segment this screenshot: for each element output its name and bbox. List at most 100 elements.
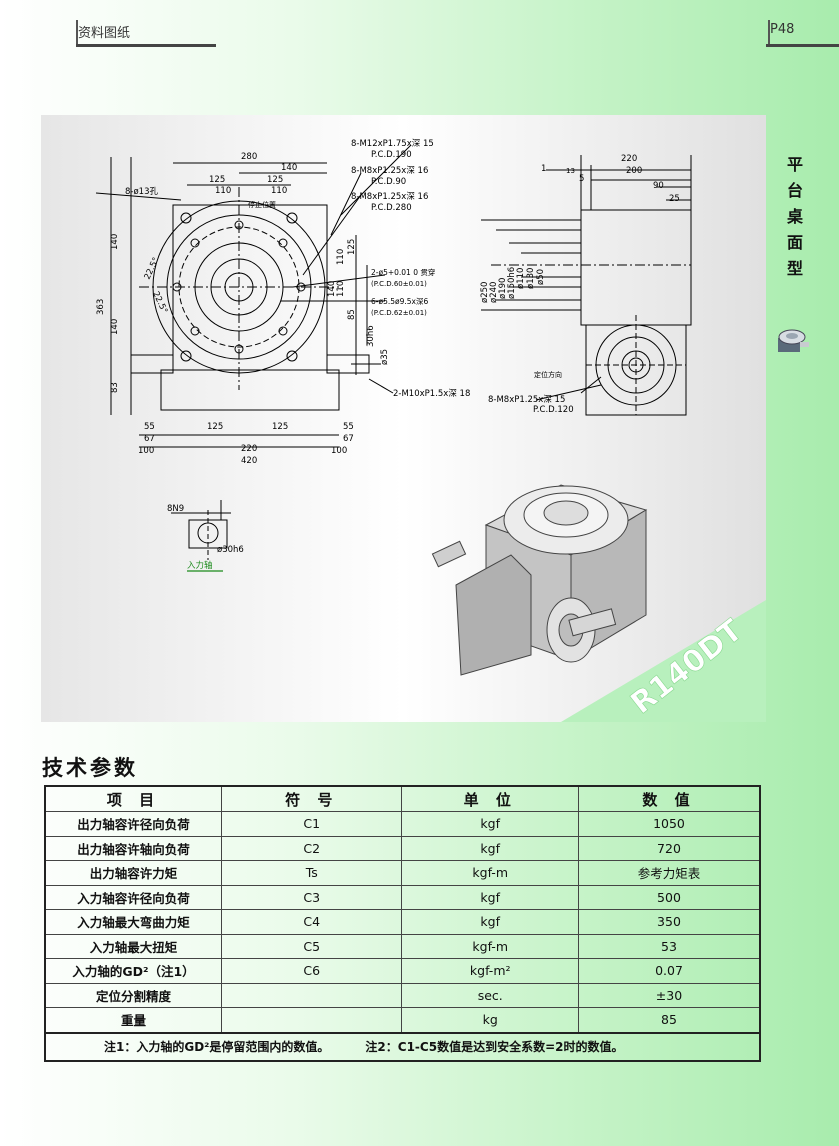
table-notes: 注1：入力轴的GD²是停留范围内的数值。 注2：C1-C5数值是达到安全系数=2时… — [44, 1031, 761, 1061]
cell-item: 定位分割精度 — [44, 982, 222, 1008]
side-dim-200: 200 — [626, 166, 642, 176]
header-right-underline — [766, 44, 839, 47]
cell-symbol: Ts — [220, 860, 403, 886]
dim-right-110-a: 110 — [336, 249, 346, 265]
side-dia-130: ø130 — [526, 268, 536, 289]
dim-right-35: ø35 — [380, 349, 390, 365]
header-section: 资料图纸 — [78, 26, 131, 41]
dim-b-220: 220 — [241, 444, 257, 454]
side-title-char: 桌 — [786, 207, 803, 226]
shaft-dia-dim: ø30h6 — [217, 545, 244, 555]
input-shaft-label: 入力轴 — [187, 560, 213, 571]
cell-unit: kgf — [401, 811, 579, 837]
dim-b-125-b: 125 — [272, 422, 288, 432]
cell-symbol: C1 — [220, 811, 403, 837]
cell-symbol — [220, 1007, 403, 1033]
dim-125-a: 125 — [209, 175, 225, 185]
front-view-labels: 8-M12xP1.75x深 15 P.C.D.190 8-M8xP1.25x深 … — [96, 139, 470, 466]
dim-b-100-a: 100 — [138, 446, 154, 456]
cell-value: 1050 — [577, 811, 761, 837]
side-vertical-title: 平 台 桌 面 型 — [786, 152, 804, 282]
product-thumbnail-icon — [778, 329, 809, 352]
table-row: 入力轴最大扭矩 C5 kgf-m 53 — [44, 933, 761, 959]
shaft-detail — [171, 500, 231, 572]
side-view — [481, 155, 692, 416]
table-row: 出力轴容许径向负荷 C1 kgf 1050 — [44, 811, 761, 837]
front-view — [95, 144, 412, 448]
callout-pcd280: P.C.D.280 — [371, 203, 412, 213]
table-row: 入力轴容许径向负荷 C3 kgf 500 — [44, 884, 761, 910]
cell-unit: sec. — [401, 982, 579, 1008]
mount-direction-label: 定位方向 — [534, 370, 562, 379]
col-header-item: 项 目 — [44, 785, 222, 812]
dim-left-83: 83 — [110, 382, 120, 393]
cell-value: 0.07 — [577, 958, 761, 984]
col-header-unit: 单 位 — [401, 785, 579, 812]
callout-m10: 2-M10xP1.5x深 18 — [393, 389, 470, 399]
dim-right-30h6: 30h6 — [366, 325, 376, 347]
dim-b-100-b: 100 — [331, 446, 347, 456]
side-dim-25: 25 — [669, 194, 680, 204]
note-2: 注2：C1-C5数值是达到安全系数=2时的数值。 — [365, 1040, 624, 1054]
cell-value: 500 — [577, 884, 761, 910]
dim-b-67-b: 67 — [343, 434, 354, 444]
side-dia-190: ø190 — [498, 278, 508, 299]
cell-value: ±30 — [577, 982, 761, 1008]
side-dim-220: 220 — [621, 154, 637, 164]
notes-row: 注1：入力轴的GD²是停留范围内的数值。 注2：C1-C5数值是达到安全系数=2时… — [44, 1031, 761, 1061]
dim-280: 280 — [241, 152, 257, 162]
model-banner — [561, 600, 766, 722]
dim-right-125: 125 — [347, 239, 357, 255]
dim-left-363: 363 — [96, 299, 106, 315]
side-title-char: 台 — [786, 181, 803, 200]
cell-unit: kgf-m — [401, 860, 579, 886]
side-dim-90: 90 — [653, 181, 664, 191]
side-dia-150h6: ø150h6 — [507, 267, 517, 299]
table-row: 出力轴容许力矩 Ts kgf-m 参考力矩表 — [44, 860, 761, 886]
table-row: 入力轴的GD²（注1） C6 kgf-m² 0.07 — [44, 958, 761, 984]
section-title: 技术参数 — [42, 755, 138, 780]
cell-item: 入力轴最大弯曲力矩 — [44, 909, 222, 935]
cell-symbol — [220, 982, 403, 1008]
dim-b-55-a: 55 — [144, 422, 155, 432]
cell-value: 85 — [577, 1007, 761, 1033]
cell-unit: kgf — [401, 909, 579, 935]
cell-symbol: C5 — [220, 933, 403, 959]
header-left-underline — [76, 44, 216, 47]
side-view-labels: 220 200 1 13 5 90 25 ø250 ø240 ø190 ø150… — [480, 154, 680, 415]
cell-symbol: C2 — [220, 835, 403, 861]
side-dia-50: ø50 — [536, 269, 546, 285]
dim-b-125-a: 125 — [207, 422, 223, 432]
side-title-char: 型 — [786, 259, 803, 278]
cell-value: 350 — [577, 909, 761, 935]
dim-left-140-a: 140 — [110, 234, 120, 250]
isometric-render — [431, 484, 648, 676]
col-header-symbol: 符 号 — [220, 785, 403, 812]
drawing-panel: 8-M12xP1.75x深 15 P.C.D.190 8-M8xP1.25x深 … — [41, 115, 766, 722]
callout-pcd62: (P.C.D.62±0.01) — [371, 309, 427, 317]
spec-table: 项 目 符 号 单 位 数 值 出力轴容许径向负荷 C1 kgf 1050 出力… — [44, 785, 761, 1062]
cell-item: 出力轴容许径向负荷 — [44, 811, 222, 837]
dim-b-67-a: 67 — [144, 434, 155, 444]
callout-m8-a: 8-M8xP1.25x深 16 — [351, 166, 428, 176]
dim-110-a: 110 — [215, 186, 231, 196]
table-row: 重量 kg 85 — [44, 1007, 761, 1033]
cell-item: 重量 — [44, 1007, 222, 1033]
note-1: 注1：入力轴的GD²是停留范围内的数值。 — [104, 1040, 330, 1054]
side-dia-110: ø110 — [516, 268, 526, 289]
dim-b-55-b: 55 — [343, 422, 354, 432]
cell-unit: kg — [401, 1007, 579, 1033]
dim-left-140-b: 140 — [110, 319, 120, 335]
cell-symbol: C4 — [220, 909, 403, 935]
side-title-char: 面 — [786, 233, 803, 252]
dim-b-420: 420 — [241, 456, 257, 466]
cell-symbol: C6 — [220, 958, 403, 984]
header-left-rule — [76, 20, 78, 46]
side-title-char: 平 — [786, 155, 803, 174]
table-row: 出力轴容许轴向负荷 C2 kgf 720 — [44, 835, 761, 861]
hole-label: 8-ø13孔 — [125, 187, 158, 197]
header-right-rule — [768, 20, 770, 46]
col-header-value: 数 值 — [577, 785, 761, 812]
table-row: 定位分割精度 sec. ±30 — [44, 982, 761, 1008]
table-header-row: 项 目 符 号 单 位 数 值 — [44, 785, 761, 812]
